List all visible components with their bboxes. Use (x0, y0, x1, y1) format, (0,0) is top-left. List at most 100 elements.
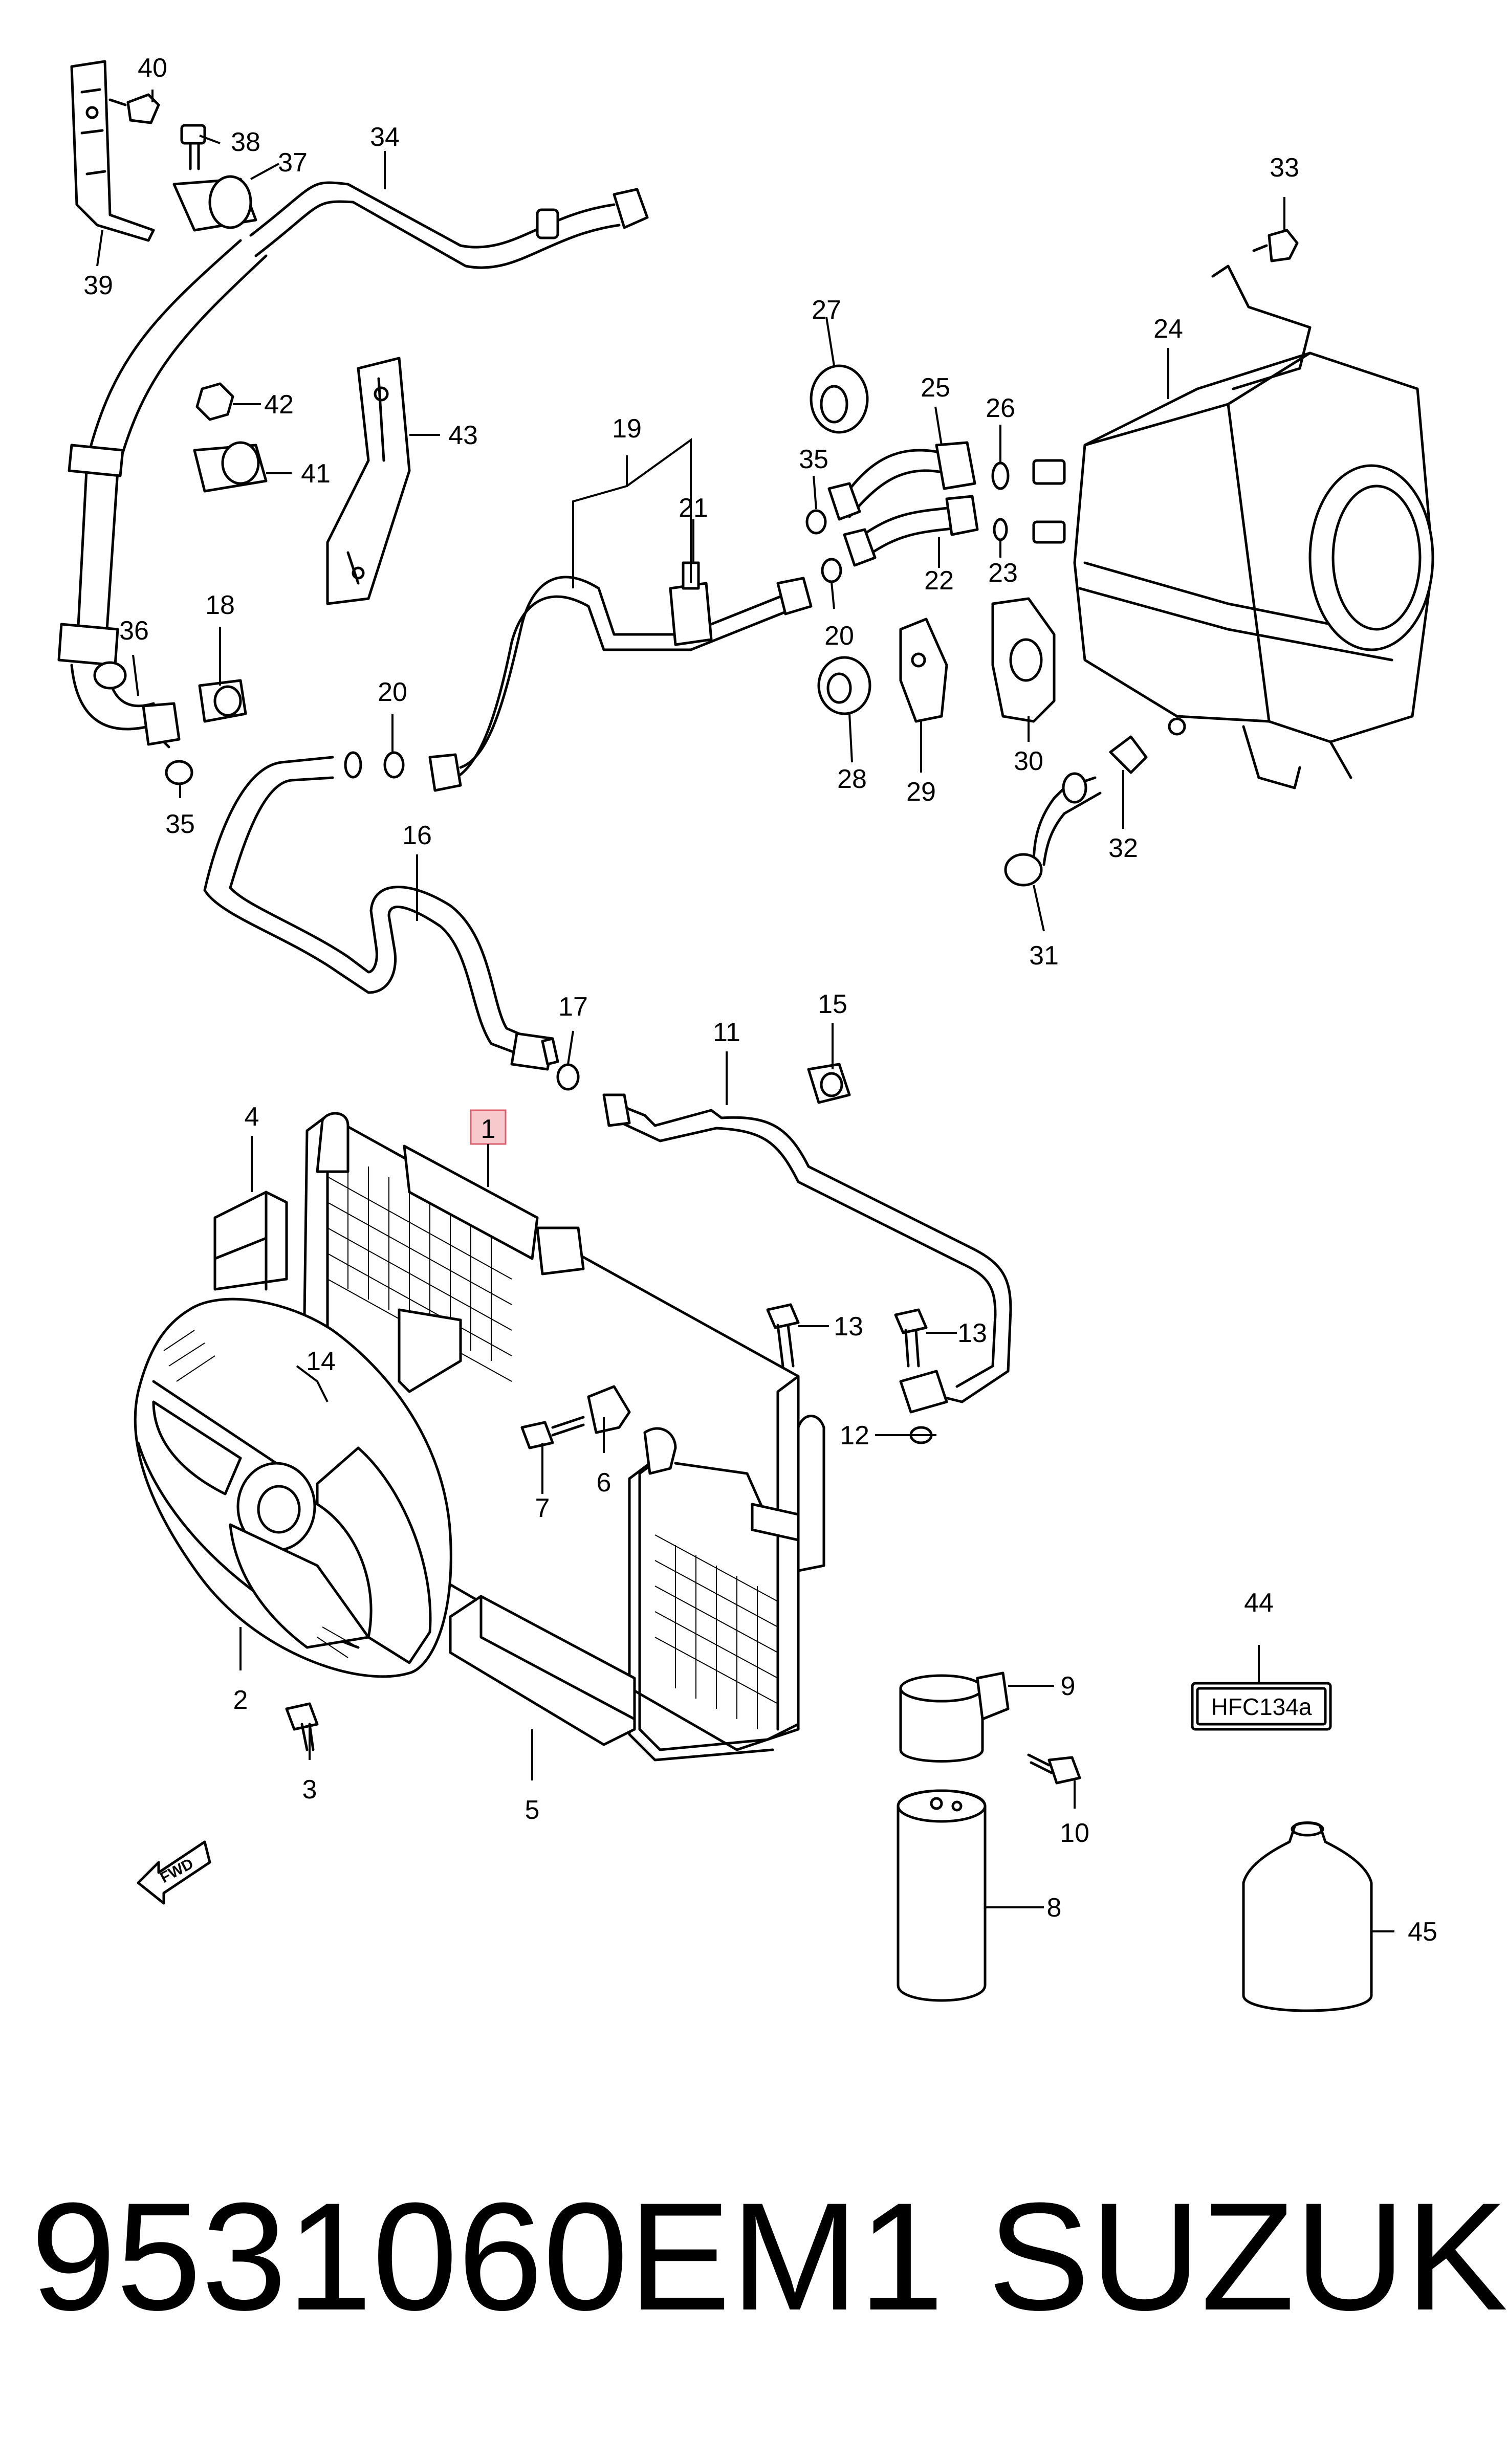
callout-10: 10 (1060, 1818, 1089, 1848)
callout-13-right: 13 (957, 1318, 987, 1348)
callout-34: 34 (370, 122, 400, 152)
oring-35-right (805, 509, 827, 535)
callout-38: 38 (231, 127, 260, 157)
callout-3: 3 (302, 1775, 317, 1805)
hose-22 (843, 495, 979, 567)
callout-16: 16 (402, 821, 432, 850)
callout-42: 42 (264, 390, 294, 420)
callout-35-left: 35 (165, 809, 195, 839)
oring-20-left (344, 751, 405, 779)
bracket-39 (70, 60, 155, 242)
callout-19: 19 (612, 414, 642, 444)
cover-30 (991, 597, 1056, 723)
bolt-10 (1027, 1753, 1081, 1785)
bracket-43 (326, 357, 411, 605)
caption: 9531060EM1 SUZUKI (0, 2164, 1507, 2379)
callout-20-right: 20 (824, 621, 854, 651)
bolt-33 (1252, 229, 1299, 262)
bracket-9 (899, 1671, 1010, 1763)
callout-26: 26 (986, 393, 1015, 423)
callout-24: 24 (1153, 314, 1183, 344)
grommet-28 (817, 656, 871, 715)
callout-1: 1 (481, 1114, 496, 1144)
hose-34 (57, 181, 649, 749)
oring-23 (993, 518, 1008, 541)
callout-17: 17 (558, 992, 588, 1022)
refrigerant-can-45 (1242, 1821, 1373, 2012)
callout-5: 5 (525, 1795, 540, 1825)
clip-29 (899, 618, 948, 723)
fitting-12-block (899, 1370, 948, 1444)
fan-2 (134, 1297, 452, 1678)
callout-18: 18 (205, 590, 235, 620)
parts-diagram: HFC134a FWD (57, 53, 1437, 2012)
callout-6: 6 (597, 1468, 611, 1498)
seal-5 (449, 1595, 636, 1746)
bolt-3 (285, 1702, 319, 1751)
callout-21: 21 (679, 493, 708, 523)
clamp-41 (193, 441, 268, 493)
callout-44: 44 (1244, 1588, 1274, 1618)
clamp-18 (198, 679, 247, 723)
callout-9: 9 (1061, 1671, 1076, 1701)
callout-43: 43 (448, 421, 478, 450)
pipe-16 (203, 756, 559, 1071)
callout-32: 32 (1108, 833, 1138, 863)
oring-17 (556, 1063, 580, 1091)
callout-4: 4 (245, 1102, 259, 1132)
grommet-6 (587, 1385, 631, 1434)
bolt-7 (520, 1416, 585, 1449)
callout-33: 33 (1270, 153, 1299, 183)
badge-44: HFC134a (1191, 1682, 1332, 1731)
callout-15: 15 (818, 989, 847, 1019)
pipe-19 (428, 561, 813, 792)
oring-26 (991, 461, 1010, 490)
receiver-dryer-8 (897, 1789, 987, 2002)
nut-42 (195, 382, 234, 421)
callout-29: 29 (906, 777, 936, 807)
callout-37: 37 (278, 148, 308, 178)
bolt-38 (180, 124, 206, 170)
callout-22: 22 (924, 566, 954, 596)
grommet-27 (810, 364, 869, 434)
bolt-40 (108, 93, 160, 124)
callout-14: 14 (306, 1347, 336, 1376)
drain-hose-31 (1004, 772, 1102, 887)
part-number: 9531060EM1 (31, 2170, 944, 2342)
callout-23: 23 (988, 558, 1018, 588)
callout-41: 41 (301, 459, 331, 489)
oring-20-right (821, 558, 842, 583)
bolt-13-right (894, 1308, 928, 1368)
callout-7: 7 (535, 1493, 550, 1523)
callout-30: 30 (1014, 746, 1043, 776)
callout-36: 36 (119, 616, 149, 646)
callout-31: 31 (1029, 941, 1059, 971)
bolt-13-left (766, 1303, 800, 1368)
callout-labels: 1 2 3 4 5 6 7 8 9 10 11 12 13 13 14 15 1… (83, 53, 1437, 1947)
evaporator-unit-24 (1032, 265, 1434, 789)
callout-12: 12 (840, 1421, 869, 1450)
fwd-arrow: FWD (137, 1840, 211, 1905)
callout-20-left: 20 (378, 677, 407, 707)
receiver-pipe (628, 1415, 825, 1762)
badge-text: HFC134a (1211, 1693, 1312, 1720)
clamp-32 (1109, 735, 1148, 774)
brand-name: SUZUKI (988, 2170, 1507, 2342)
pipe-11 (602, 1093, 1012, 1403)
callout-27: 27 (812, 295, 841, 325)
callout-2: 2 (233, 1685, 248, 1715)
leader-lines (96, 90, 1394, 1932)
callout-39: 39 (83, 271, 113, 300)
hose-25 (827, 441, 976, 521)
callout-25: 25 (921, 373, 950, 403)
callout-8: 8 (1047, 1893, 1062, 1923)
clamp-37 (172, 175, 257, 232)
clamp-15 (807, 1063, 851, 1104)
callout-13-left: 13 (834, 1312, 863, 1341)
callout-28: 28 (837, 764, 867, 794)
callout-35-right: 35 (799, 445, 828, 474)
callout-11: 11 (713, 1018, 740, 1047)
callout-45: 45 (1408, 1917, 1437, 1947)
callout-40: 40 (138, 53, 167, 83)
shroud-4 (213, 1191, 288, 1291)
